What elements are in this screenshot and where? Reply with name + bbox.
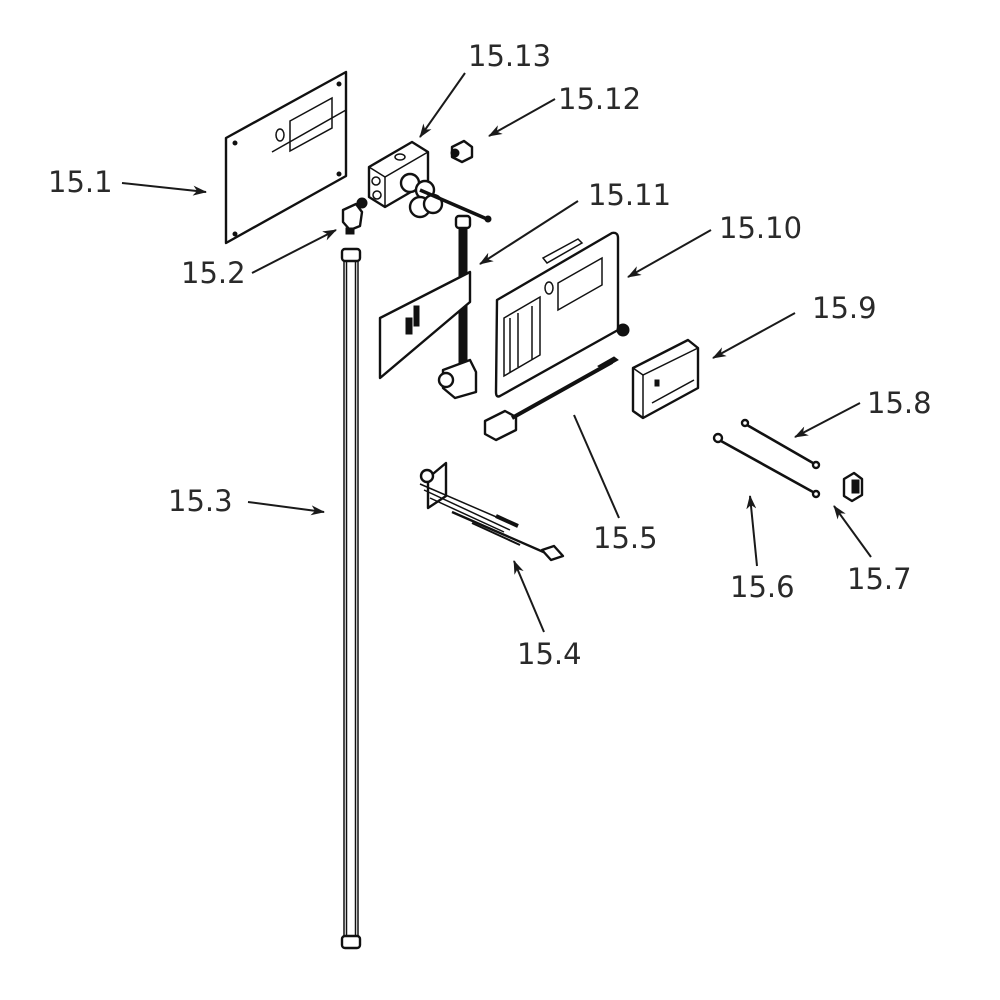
callout-label: 15.12: [558, 82, 641, 116]
callout-label: 15.9: [812, 291, 877, 325]
callout-15-4: 15.4: [513, 560, 582, 671]
part-fitting-cap: [450, 139, 474, 164]
part-cover-plate: [224, 70, 348, 245]
callout-15-10: 15.10: [627, 211, 802, 278]
callout-15-13: 15.13: [419, 39, 551, 138]
callout-15-5: 15.5: [573, 414, 658, 555]
callout-15-1: 15.1: [48, 165, 207, 199]
part-switch: [842, 471, 864, 503]
callout-label: 15.10: [719, 211, 802, 245]
callout-15-11: 15.11: [479, 178, 671, 265]
callout-label: 15.13: [468, 39, 551, 73]
part-elbow-fitting: [341, 197, 368, 235]
callout-15-6: 15.6: [730, 495, 795, 604]
callout-15-8: 15.8: [794, 386, 932, 438]
part-mounting-plate: [494, 231, 630, 398]
callout-label: 15.3: [168, 484, 233, 518]
part-flex-hose-bracket: [378, 214, 478, 400]
callout-label: 15.11: [588, 178, 671, 212]
callout-label: 15.6: [730, 570, 795, 604]
part-control-module: [631, 338, 700, 420]
callout-label: 15.1: [48, 165, 113, 199]
part-lead-wire-short: [740, 418, 821, 470]
callout-label: 15.5: [593, 521, 658, 555]
callout-label: 15.7: [847, 562, 912, 596]
callout-label: 15.4: [517, 637, 582, 671]
callout-15-9: 15.9: [712, 291, 877, 359]
callout-15-2: 15.2: [181, 229, 337, 290]
callout-label: 15.2: [181, 256, 246, 290]
part-long-tube: [340, 247, 362, 950]
part-lead-wire-long: [712, 432, 821, 499]
part-gas-valve: [367, 140, 492, 223]
callout-15-3: 15.3: [168, 484, 325, 518]
part-pilot-assembly: [419, 461, 565, 562]
part-wire-harness: [483, 356, 619, 442]
callout-15-12: 15.12: [488, 82, 641, 137]
callout-label: 15.8: [867, 386, 932, 420]
callout-15-7: 15.7: [833, 505, 912, 596]
